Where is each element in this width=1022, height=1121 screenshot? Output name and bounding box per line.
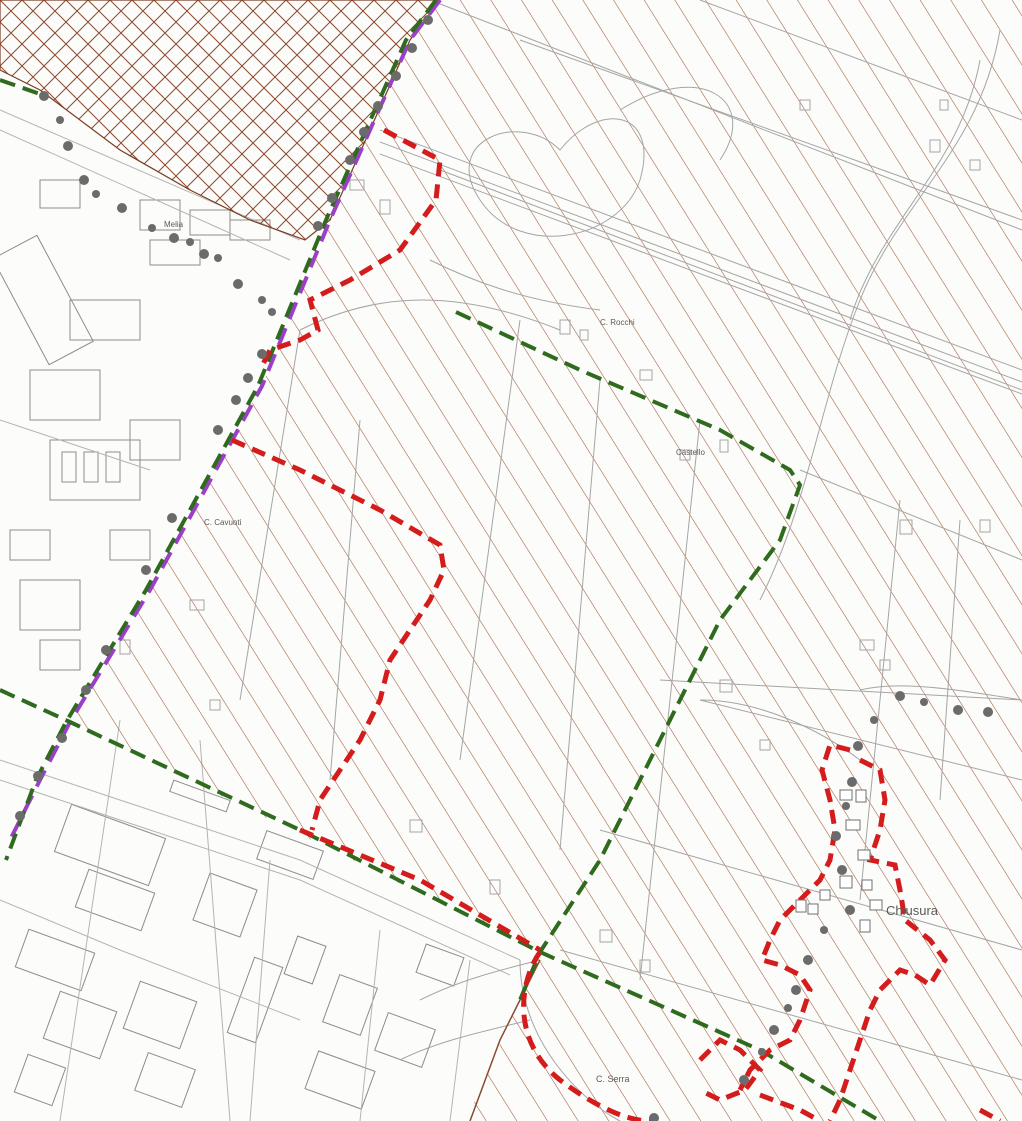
hatch-zone-agricultural — [70, 0, 1022, 1121]
base-linework-east — [119, 0, 1022, 1081]
chiusura-buildings — [795, 789, 883, 933]
grey-dotted-line-north — [39, 91, 276, 316]
base-buildings-west — [0, 179, 465, 1110]
grey-dotted-line-east — [649, 691, 993, 1121]
base-linework-southeast — [399, 685, 1022, 1121]
green-dashed-boundaries — [0, 0, 882, 1121]
red-dashed-boundaries — [230, 127, 1002, 1121]
grey-dotted-line-west — [15, 15, 433, 821]
purple-dashed-boundary — [8, 0, 442, 841]
